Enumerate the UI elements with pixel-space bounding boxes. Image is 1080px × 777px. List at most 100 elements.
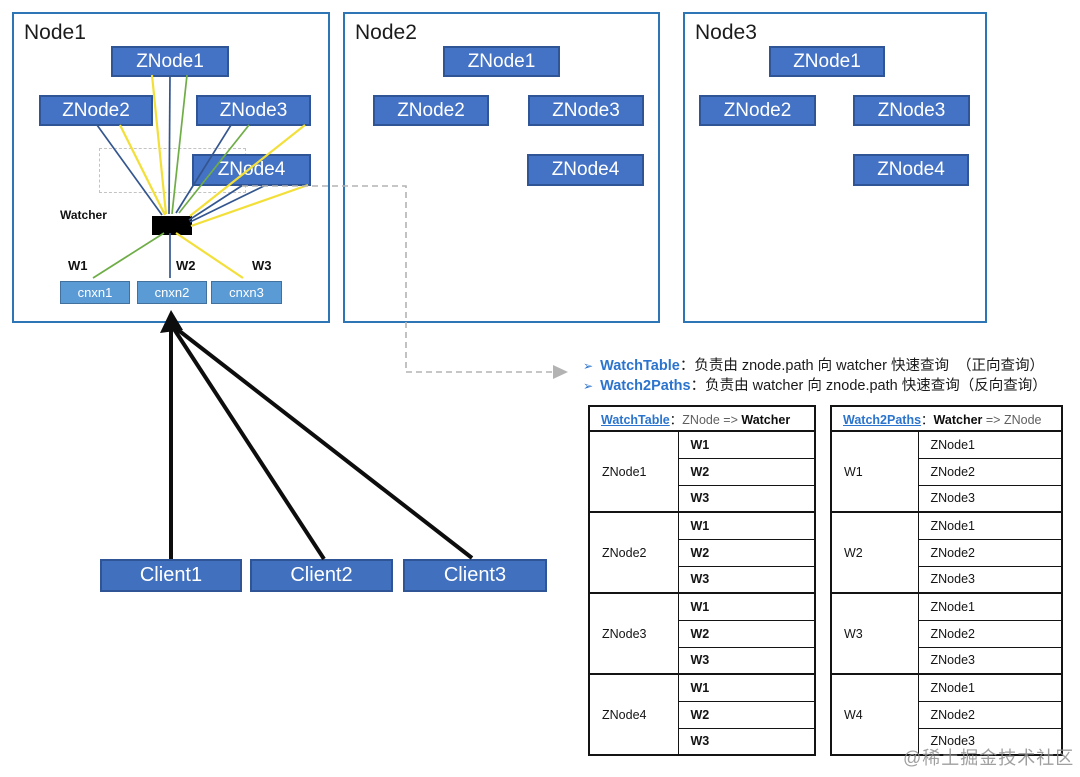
table-value-cell: ZNode2 xyxy=(917,700,1063,729)
table-header-text: Watcher xyxy=(933,413,983,427)
node2-znode4-box: ZNode4 xyxy=(527,154,644,186)
table-key-cell: ZNode3 xyxy=(588,592,679,675)
table-header-text: ： xyxy=(669,413,683,427)
table-value-cell: ZNode3 xyxy=(917,646,1063,675)
table-value-cell: ZNode1 xyxy=(917,673,1063,702)
legend-bullets: ➢ WatchTable：负责由 znode.path 向 watcher 快速… xyxy=(583,357,1047,396)
node1-znode2-box: ZNode2 xyxy=(39,95,153,126)
client1-box: Client1 xyxy=(100,559,242,592)
table-value-cell: W1 xyxy=(677,592,816,621)
table-value-cell: W3 xyxy=(677,484,816,513)
node3-box: Node3 ZNode1 ZNode2 ZNode3 ZNode4 xyxy=(683,12,987,323)
table-value-cell: ZNode3 xyxy=(917,565,1063,594)
bullet-desc: 负责由 znode.path 向 watcher 快速查询 （正向查询） xyxy=(694,358,1045,374)
table-row: ZNode3 xyxy=(831,565,1063,594)
table-value-cell: W2 xyxy=(677,538,816,567)
table-header-text: ： xyxy=(921,413,934,427)
callout-arrowhead-icon xyxy=(553,365,568,379)
table-row: ZNode2 xyxy=(831,700,1063,729)
table-value-cell: ZNode3 xyxy=(917,727,1063,756)
node2-title: Node2 xyxy=(355,21,417,44)
table-value-cell: W3 xyxy=(677,565,816,594)
node2-box: Node2 ZNode1 ZNode2 ZNode3 ZNode4 xyxy=(343,12,660,323)
node3-znode1-box: ZNode1 xyxy=(769,46,885,77)
table-value-cell: ZNode2 xyxy=(917,538,1063,567)
table-key-cell: W1 xyxy=(830,430,919,513)
table-value-cell: W3 xyxy=(677,646,816,675)
table-header-text: ZNode xyxy=(682,413,720,427)
table-value-cell: W2 xyxy=(677,700,816,729)
node2-znode1-box: ZNode1 xyxy=(443,46,560,77)
table-row: ZNode3 xyxy=(831,646,1063,675)
table-row: ZNode3 xyxy=(831,727,1063,756)
table-header-text: ZNode xyxy=(1003,413,1042,427)
bullet-arrow-icon: ➢ xyxy=(583,359,594,373)
node1-box: Node1 ZNode1 ZNode2 ZNode3 ZNode4 Watche… xyxy=(12,12,330,323)
watch-label-w3: W3 xyxy=(252,258,272,273)
table-value-cell: W1 xyxy=(677,430,816,459)
table-key-cell: W3 xyxy=(830,592,919,675)
node3-title: Node3 xyxy=(695,21,757,44)
client2-box: Client2 xyxy=(250,559,393,592)
table-row: W2 xyxy=(589,538,816,567)
cnxn2-box: cnxn2 xyxy=(137,281,207,304)
table-row: W2 xyxy=(589,700,816,729)
node1-znode3-box: ZNode3 xyxy=(196,95,311,126)
table-key-cell: ZNode1 xyxy=(588,430,679,513)
table-value-cell: ZNode2 xyxy=(917,457,1063,486)
node3-znode4-box: ZNode4 xyxy=(853,154,969,186)
table-header-text: => xyxy=(982,413,1004,427)
client2-to-node1-line xyxy=(170,324,326,561)
bullet-arrow-icon: ➢ xyxy=(583,378,594,393)
node1-znode1-box: ZNode1 xyxy=(111,46,229,77)
table-header-text: Watcher xyxy=(741,413,791,427)
bullet-colon: ： xyxy=(690,377,706,394)
table-row: W3 xyxy=(589,727,816,756)
bullet-colon: ： xyxy=(679,358,695,374)
table-value-cell: ZNode1 xyxy=(917,592,1063,621)
node3-znode3-box: ZNode3 xyxy=(853,95,970,126)
node1-title: Node1 xyxy=(24,21,86,44)
table-header-cell: Watch2Paths：Watcher => ZNode xyxy=(830,405,1063,432)
node2-znode2-box: ZNode2 xyxy=(373,95,489,126)
bullet-term: Watch2Paths xyxy=(600,377,691,394)
client3-box: Client3 xyxy=(403,559,547,592)
table-header-cell: WatchTable：ZNode => Watcher xyxy=(588,405,816,432)
watch-label-w1: W1 xyxy=(68,258,88,273)
table-value-cell: W2 xyxy=(677,619,816,648)
table-row: ZNode2 xyxy=(831,619,1063,648)
table-row: W3 xyxy=(589,646,816,675)
cnxn3-box: cnxn3 xyxy=(211,281,282,304)
table-key-cell: W4 xyxy=(830,673,919,756)
table-row: ZNode2 xyxy=(831,457,1063,486)
bullet-term: WatchTable xyxy=(600,358,680,374)
watermark-text: @稀土掘金技术社区 xyxy=(903,748,1075,768)
table-value-cell: W1 xyxy=(677,673,816,702)
bullet-watchtable: ➢ WatchTable：负责由 znode.path 向 watcher 快速… xyxy=(583,357,1047,377)
table-value-cell: W3 xyxy=(677,727,816,756)
node2-znode3-box: ZNode3 xyxy=(528,95,644,126)
table-key-cell: W2 xyxy=(830,511,919,594)
node3-znode2-box: ZNode2 xyxy=(699,95,816,126)
watcher-black-box-icon xyxy=(152,216,192,235)
table-value-cell: W1 xyxy=(677,511,816,540)
table-key-cell: ZNode2 xyxy=(588,511,679,594)
table-key-cell: ZNode4 xyxy=(588,673,679,756)
table-row: W3 xyxy=(589,484,816,513)
cnxn1-box: cnxn1 xyxy=(60,281,130,304)
bullet-watch2paths: ➢ Watch2Paths：负责由 watcher 向 znode.path 快… xyxy=(583,377,1047,397)
client3-to-node1-line xyxy=(171,324,474,560)
watcher-label: Watcher xyxy=(60,208,107,222)
watch-label-w2: W2 xyxy=(176,258,196,273)
table-value-cell: ZNode2 xyxy=(917,619,1063,648)
